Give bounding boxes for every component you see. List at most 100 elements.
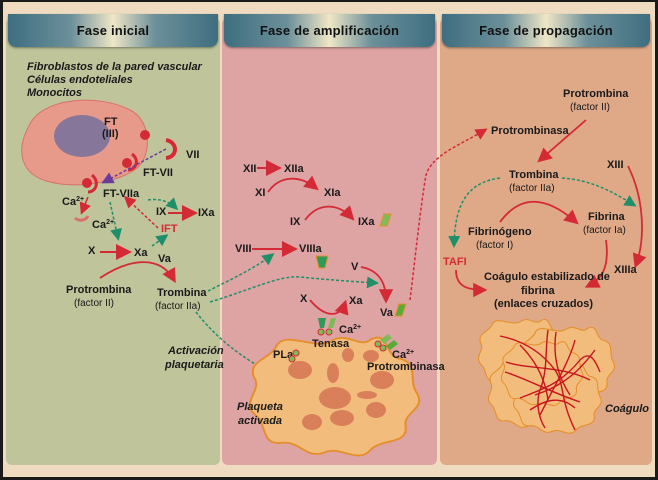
tenasa-pl-icon bbox=[325, 328, 333, 336]
platelet-granules bbox=[288, 348, 394, 430]
vii-label: VII bbox=[186, 149, 199, 161]
xiiia-label: XIIIa bbox=[614, 264, 638, 276]
tenasa-label: Tenasa bbox=[312, 338, 350, 350]
ca-label-2: Ca2+ bbox=[92, 219, 114, 231]
ca-label-1: Ca2+ bbox=[62, 196, 84, 208]
protrombinasa-xa-icon bbox=[380, 334, 392, 344]
protrombinasa-prop-label: Protrombinasa bbox=[491, 125, 570, 137]
trombina-sub-label: (factor IIa) bbox=[155, 301, 201, 312]
xia-label: XIa bbox=[324, 187, 341, 199]
tissue-factor-icon bbox=[140, 130, 150, 140]
va-cofactor-icon bbox=[394, 303, 407, 317]
activacion-label-1: Activación bbox=[167, 345, 224, 357]
coagulo-estab-label-3: (enlaces cruzados) bbox=[494, 298, 593, 310]
fibrina-sub-label: (factor Ia) bbox=[583, 225, 626, 236]
xii-label: XII bbox=[243, 163, 256, 175]
trombina-label: Trombina bbox=[157, 287, 207, 299]
coagulo-label: Coágulo bbox=[605, 403, 649, 415]
xi-to-xia-arrow bbox=[267, 175, 319, 193]
coagulo-estab-label-2: fibrina bbox=[521, 285, 555, 297]
protrombinasa-to-propagation-arrow bbox=[409, 128, 488, 301]
tafi-label: TAFI bbox=[443, 256, 467, 268]
fibrin-mesh bbox=[499, 329, 601, 431]
ift-label: IFT bbox=[161, 223, 178, 235]
x-to-xa-amp-arrow bbox=[309, 299, 349, 316]
viii-label: VIII bbox=[235, 243, 252, 255]
ixa-enzyme-icon bbox=[379, 213, 392, 227]
xa-label: Xa bbox=[134, 247, 148, 259]
ft-vii-binding-arrow bbox=[101, 148, 167, 184]
xi-label: XI bbox=[255, 187, 265, 199]
fibrinogeno-label: Fibrinógeno bbox=[468, 226, 532, 238]
trombina-to-va-arrow bbox=[209, 276, 379, 303]
clot-platelets bbox=[477, 318, 616, 434]
ca-amp-label-1: Ca2+ bbox=[339, 324, 361, 336]
fibrina-to-coagulo-arrow bbox=[584, 239, 608, 288]
xa-to-ift-arrow bbox=[151, 234, 169, 247]
factor-vii-icon bbox=[165, 138, 177, 160]
x-label: X bbox=[88, 245, 96, 257]
ft-label: FT bbox=[104, 116, 118, 128]
protrombinasa-amp-label: Protrombinasa bbox=[367, 361, 446, 373]
coagulo-estab-label-1: Coágulo estabilizado de bbox=[484, 271, 610, 283]
panel-initial-phase bbox=[6, 18, 220, 465]
cell-type-fibroblasts: Fibroblastos de la pared vascular bbox=[27, 61, 203, 73]
ca-shape-icon bbox=[74, 215, 90, 222]
ft-vii-complex-icon bbox=[122, 158, 132, 168]
ix-to-ixa-amp-arrow bbox=[304, 205, 355, 221]
ixa-label: IXa bbox=[198, 207, 215, 219]
ix-amp-label: IX bbox=[290, 216, 301, 228]
tafi-to-coagulo-arrow bbox=[455, 269, 488, 298]
trombina-prop-label: Trombina bbox=[509, 169, 559, 181]
ft-sub-label: (III) bbox=[102, 128, 119, 140]
ft-vii-complex-arc bbox=[127, 152, 138, 172]
fibrinogeno-sub-label: (factor I) bbox=[476, 240, 513, 251]
v-to-va-arrow bbox=[360, 266, 394, 304]
ft-viia-to-xa-arrow bbox=[109, 201, 122, 241]
xiii-label: XIII bbox=[607, 159, 624, 171]
pla-icon bbox=[292, 349, 300, 357]
header-initial-phase: Fase inicial bbox=[8, 14, 218, 47]
protrombina-to-trombina-arrow bbox=[99, 261, 176, 284]
va-amp-label: Va bbox=[380, 307, 394, 319]
protrombina-prop-label: Protrombina bbox=[563, 88, 629, 100]
protrombina-label: Protrombina bbox=[66, 284, 132, 296]
protrombinasa-va-icon bbox=[386, 340, 398, 350]
x-amp-label: X bbox=[300, 293, 308, 305]
protrombinasa-pl-icon bbox=[374, 340, 382, 348]
fibrinogeno-to-fibrina-arrow bbox=[499, 200, 579, 225]
plaqueta-label-1: Plaqueta bbox=[237, 401, 283, 413]
protrombina-prop-sub-label: (factor II) bbox=[570, 102, 610, 113]
fibrina-label: Fibrina bbox=[588, 211, 626, 223]
ix-label: IX bbox=[156, 206, 167, 218]
header-amplification-phase: Fase de amplificación bbox=[224, 14, 435, 47]
trombina-to-xiii-arrow bbox=[561, 177, 637, 207]
tenasa-pl-icon bbox=[317, 328, 325, 336]
viiia-label: VIIIa bbox=[299, 243, 323, 255]
trombina-prop-sub-label: (factor IIa) bbox=[509, 183, 555, 194]
cell-type-endothelial: Células endoteliales bbox=[27, 74, 133, 86]
trombina-to-platelet-arrow bbox=[195, 311, 268, 372]
protrombinasa-pl-icon bbox=[379, 344, 387, 352]
pla-icon bbox=[288, 355, 296, 363]
xiia-label: XIIa bbox=[284, 163, 304, 175]
trombina-to-viiia-arrow bbox=[207, 253, 275, 292]
tenasa-ixa-icon bbox=[318, 318, 326, 328]
activacion-label-2: plaquetaria bbox=[164, 359, 224, 371]
xa-amp-label: Xa bbox=[349, 295, 363, 307]
ca-release-arrow bbox=[79, 196, 91, 215]
va-label: Va bbox=[158, 253, 172, 265]
ixa-amp-label: IXa bbox=[358, 216, 375, 228]
ca-amp-label-2: Ca2+ bbox=[392, 349, 414, 361]
protrombina-to-trombina-prop-arrow bbox=[537, 119, 587, 163]
viiia-cofactor-icon bbox=[315, 255, 329, 269]
ft-viia-complex-icon bbox=[82, 178, 92, 188]
v-label: V bbox=[351, 261, 359, 273]
ft-viia-label: FT-VIIa bbox=[103, 188, 140, 200]
cell-type-monocytes: Monocitos bbox=[27, 87, 82, 99]
header-propagation-phase: Fase de propagación bbox=[442, 14, 650, 47]
cell-nucleus bbox=[54, 115, 110, 157]
ft-viia-to-ix-arrow bbox=[147, 197, 179, 211]
ft-viia-complex-arc bbox=[87, 173, 98, 194]
protrombina-sub-label: (factor II) bbox=[74, 298, 114, 309]
